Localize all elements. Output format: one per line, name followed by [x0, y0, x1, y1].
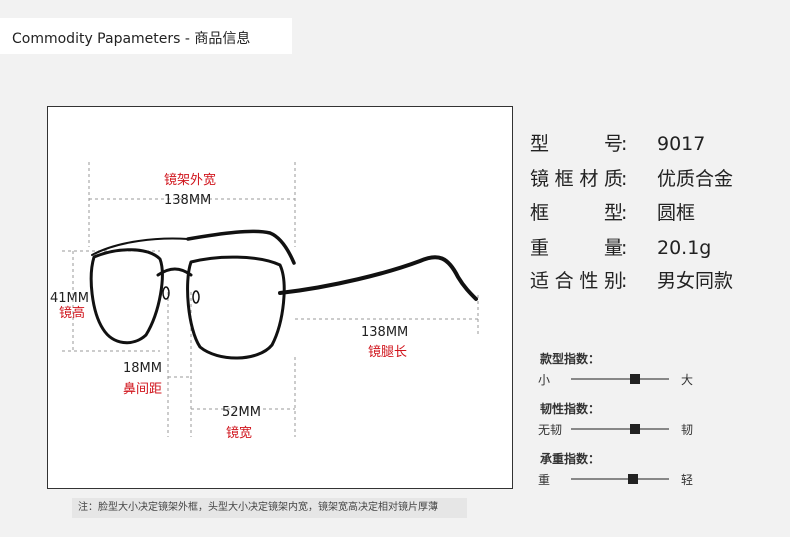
spec-label: 重量	[530, 235, 623, 261]
spec-label-char: 适	[530, 270, 550, 292]
index-title: 韧性指数：	[540, 402, 601, 416]
lens-height-label: 镜高	[59, 306, 86, 321]
index-track	[571, 424, 669, 434]
spec-label-char: 重	[530, 237, 550, 259]
spec-value: 男女同款	[657, 270, 734, 292]
spec-colon: :	[621, 270, 628, 292]
spec-value: 9017	[657, 133, 706, 155]
temple-length-value: 138MM	[361, 325, 409, 340]
index-scale: 重轻	[538, 471, 708, 487]
spec-label: 适合性别	[530, 268, 623, 294]
index-max-label: 大	[681, 373, 694, 387]
index-marker	[629, 424, 640, 434]
spec-label-char: 镜	[530, 168, 550, 190]
lens-height-value: 41MM	[50, 291, 89, 306]
spec-colon: :	[621, 168, 628, 190]
spec-label-char: 框	[530, 202, 550, 224]
index-max-label: 韧	[681, 423, 694, 437]
temple-length-label: 镜腿长	[368, 345, 408, 360]
spec-label-char: 合	[554, 270, 574, 292]
footnote: 注：脸型大小决定镜架外框，头型大小决定镜架内宽，镜架宽高决定相对镜片厚薄	[72, 498, 467, 518]
spec-label: 框型	[530, 200, 623, 226]
index-marker	[629, 374, 640, 384]
spec-label-char: 材	[579, 168, 599, 190]
index-track	[571, 374, 669, 384]
index-scale: 无韧 韧	[538, 421, 708, 437]
frame-width-value: 138MM	[164, 193, 212, 208]
index-min-label: 无韧	[538, 423, 563, 437]
spec-value: 优质合金	[657, 168, 734, 190]
spec-label-char: 量	[603, 237, 623, 259]
spec-label-char: 性	[579, 270, 599, 292]
spec-label-char: 框	[554, 168, 574, 190]
spec-colon: :	[621, 133, 628, 155]
index-track	[571, 474, 669, 484]
spec-label-char: 质	[603, 168, 623, 190]
spec-label-char: 别	[603, 270, 623, 292]
glasses-illustration	[62, 162, 479, 437]
index-title: 承重指数：	[540, 452, 601, 466]
index-marker	[627, 474, 638, 484]
section-header: Commodity Papameters - 商品信息	[0, 18, 292, 54]
index-title: 款型指数：	[540, 352, 601, 366]
index-min-label: 重	[538, 473, 551, 487]
bridge-width-label: 鼻间距	[123, 382, 163, 397]
bridge-width-value: 18MM	[123, 361, 162, 376]
index-scale: 小大	[538, 371, 708, 387]
spec-value: 20.1g	[657, 237, 712, 259]
section-title: Commodity Papameters - 商品信息	[12, 31, 251, 47]
spec-label-char: 号	[603, 133, 623, 155]
spec-label: 型号	[530, 131, 623, 157]
index-min-label: 小	[538, 373, 551, 387]
index-max-label: 轻	[681, 473, 694, 487]
frame-width-label: 镜架外宽	[164, 173, 217, 188]
lens-width-value: 52MM	[222, 405, 261, 420]
spec-value: 圆框	[657, 202, 696, 224]
spec-label-char: 型	[530, 133, 550, 155]
spec-colon: :	[621, 202, 628, 224]
glasses-dimension-photo: 镜架外宽 138MM 41MM 镜高 138MM 镜腿长 18MM 鼻间距 52…	[47, 106, 513, 489]
spec-colon: :	[621, 237, 628, 259]
lens-width-label: 镜宽	[226, 426, 253, 441]
spec-label-char: 型	[603, 202, 623, 224]
spec-label: 镜框材质	[530, 166, 623, 192]
